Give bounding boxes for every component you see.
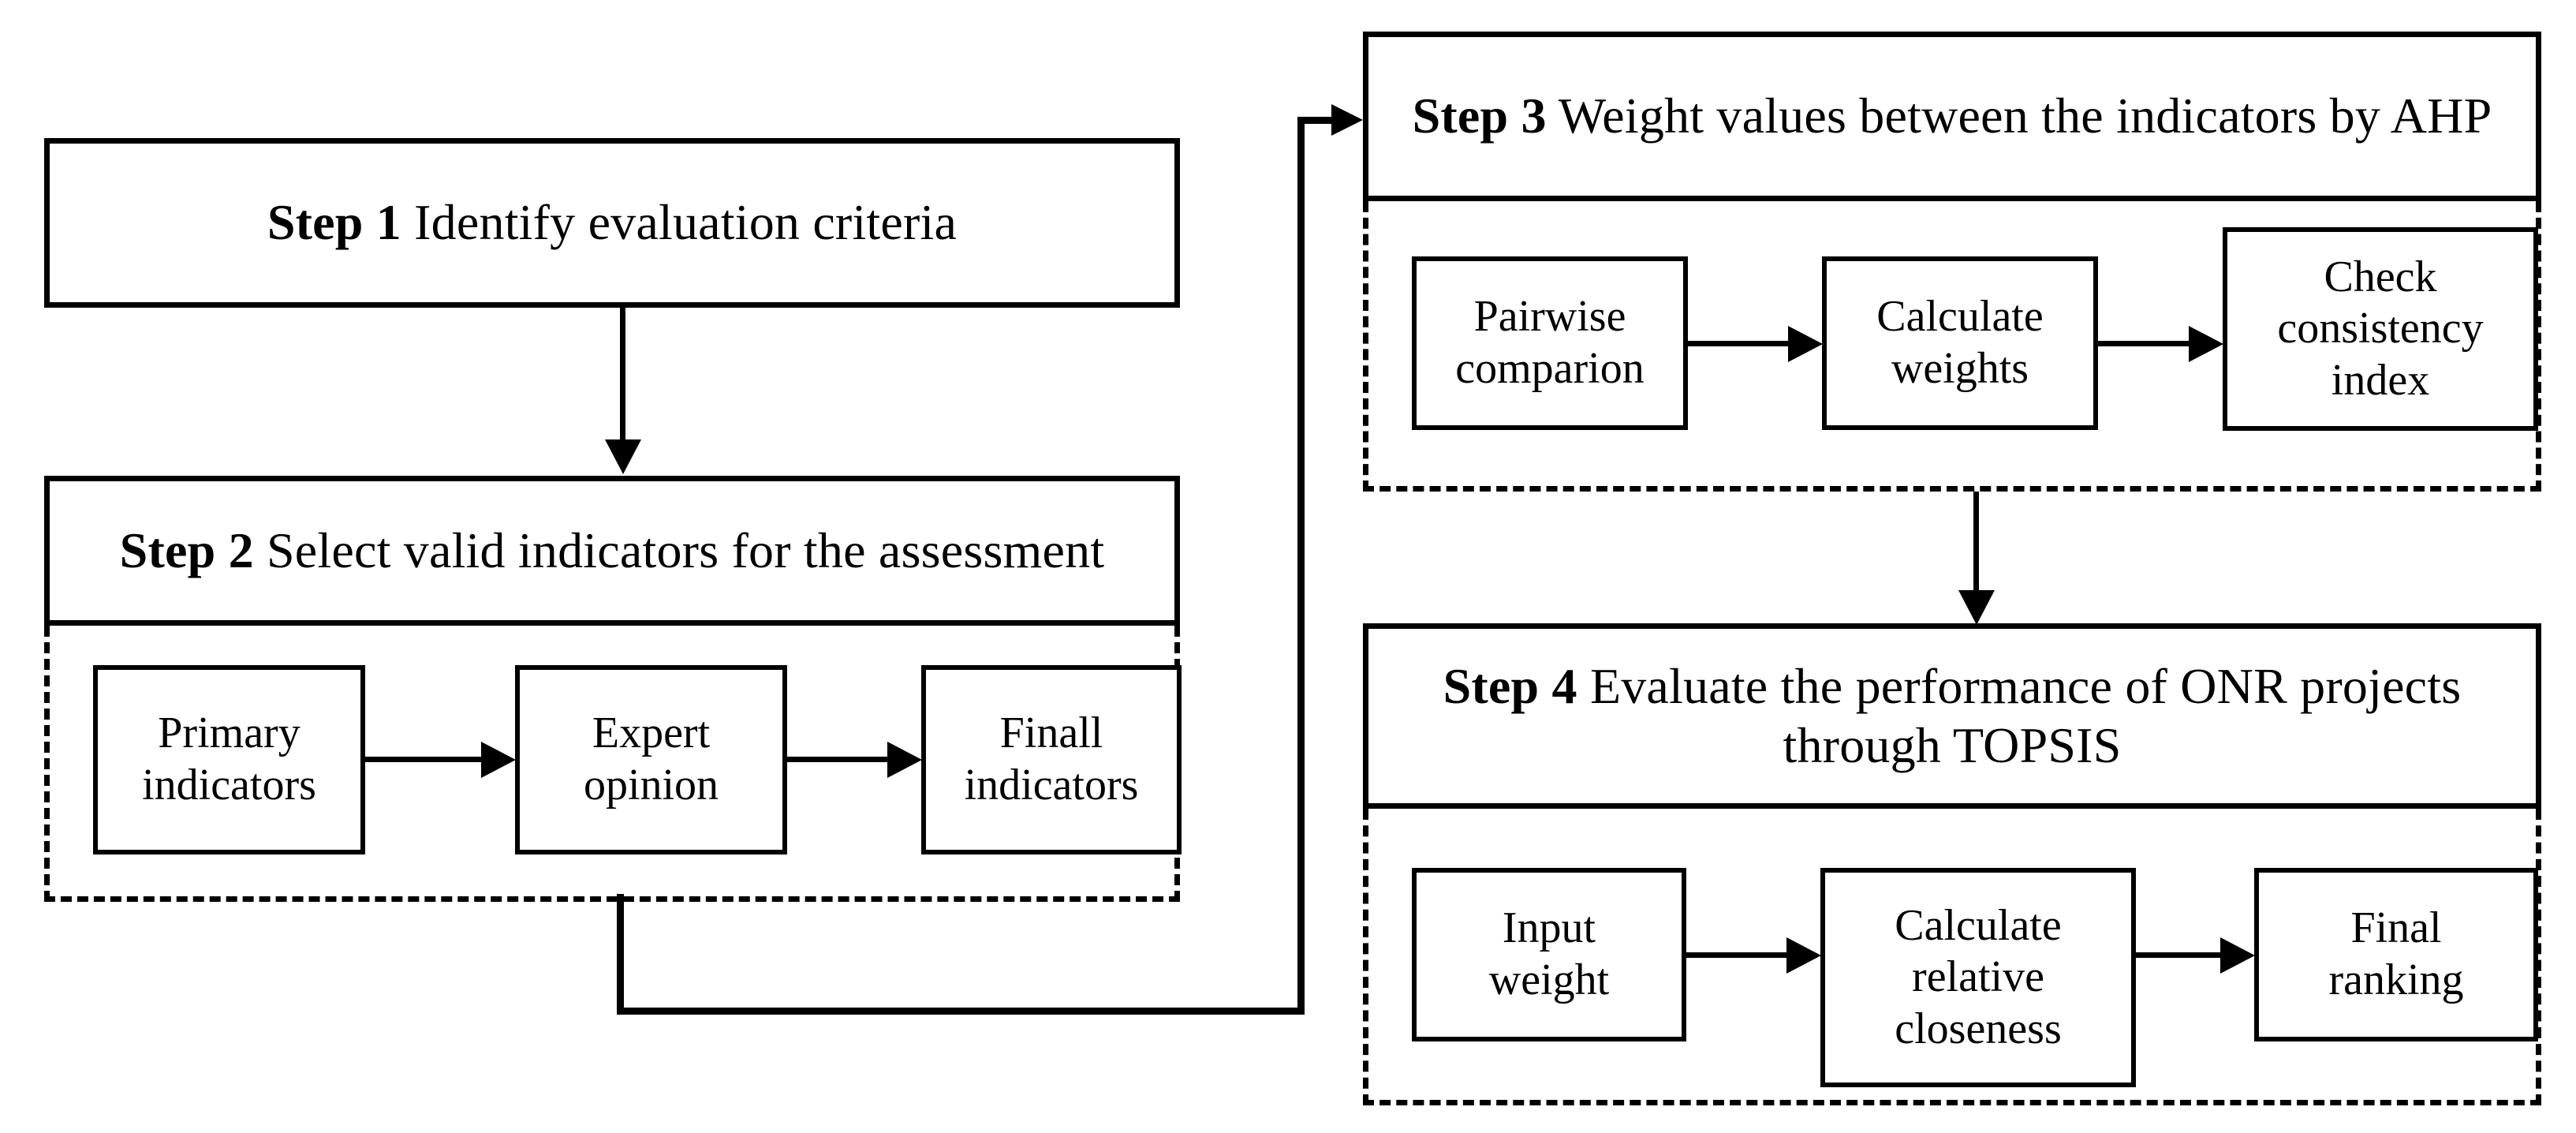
connector-step3-step4-line (1973, 492, 1979, 593)
connector-pairwise-calculate-line (1688, 341, 1790, 346)
step3-header-box[interactable]: Step 3 Weight values between the indicat… (1363, 32, 2541, 201)
step2-header-text: Step 2 Select valid indicators for the a… (109, 522, 1116, 580)
step4-label: Step 4 (1443, 658, 1577, 715)
step4-line1: Step 4 Evaluate the performance of ONR p… (1443, 657, 2462, 716)
connector-calculate-check-line (2098, 341, 2191, 346)
connector-step2-step3-into (1297, 117, 1335, 124)
sub-box-check-consistency-index[interactable]: Check consistency index (2223, 227, 2538, 431)
sub-box-calculate-relative-closeness-label: Calculate relative closeness (1895, 900, 2062, 1053)
connector-input-closeness-arrowhead (1786, 937, 1821, 974)
sub-box-primary-indicators[interactable]: Primary indicators (93, 665, 365, 854)
connector-primary-expert-arrowhead (481, 742, 516, 778)
step1-label: Step 1 (267, 194, 401, 251)
connector-expert-finall-line (787, 757, 890, 762)
sub-box-final-ranking[interactable]: Final ranking (2254, 868, 2538, 1041)
connector-step1-step2-arrowhead (605, 439, 641, 474)
connector-step2-step3-across (617, 1008, 1305, 1015)
sub-box-primary-indicators-label: Primary indicators (142, 709, 316, 810)
sub-box-expert-opinion-label: Expert opinion (583, 709, 719, 810)
sub-box-finall-indicators-label: Finall indicators (964, 709, 1139, 810)
step3-dashed-panel (1363, 201, 2541, 492)
step2-text: Select valid indicators for the assessme… (266, 522, 1105, 578)
connector-closeness-ranking-line (2136, 952, 2223, 958)
sub-box-input-weight-label: Input weight (1488, 903, 1610, 1004)
sub-box-check-consistency-index-label: Check consistency index (2277, 252, 2484, 405)
connector-expert-finall-arrowhead (887, 742, 922, 778)
step2-label: Step 2 (119, 522, 254, 578)
step3-header-text: Step 3 Weight values between the indicat… (1402, 87, 2503, 145)
sub-box-pairwise-comparion-label: Pairwise comparion (1455, 292, 1645, 393)
connector-step2-step3-up (1297, 117, 1305, 1013)
step4-dashed-panel (1363, 809, 2541, 1105)
connector-pairwise-calculate-arrowhead (1788, 326, 1823, 362)
step1-header-text: Step 1 Identify evaluation criteria (256, 193, 968, 252)
sub-box-calculate-weights[interactable]: Calculate weights (1822, 256, 2098, 430)
connector-step1-step2-line (620, 308, 625, 442)
connector-primary-expert-line (365, 757, 483, 762)
sub-box-calculate-weights-label: Calculate weights (1876, 292, 2044, 393)
connector-closeness-ranking-arrowhead (2220, 937, 2255, 974)
step4-text-line1: Evaluate the performance of ONR projects (1589, 658, 2462, 715)
connector-input-closeness-line (1686, 952, 1789, 958)
connector-step2-step3-arrowhead (1331, 104, 1363, 136)
step4-header-text: Step 4 Evaluate the performance of ONR p… (1432, 657, 2473, 774)
step4-text-line2: through TOPSIS (1783, 716, 2122, 773)
sub-box-finall-indicators[interactable]: Finall indicators (921, 665, 1182, 854)
step1-text: Identify evaluation criteria (414, 194, 958, 251)
connector-step2-step3-down (617, 894, 624, 1014)
step4-header-box[interactable]: Step 4 Evaluate the performance of ONR p… (1363, 623, 2541, 809)
step2-header-box[interactable]: Step 2 Select valid indicators for the a… (44, 476, 1180, 626)
step1-header-box[interactable]: Step 1 Identify evaluation criteria (44, 138, 1180, 308)
connector-step3-step4-arrowhead (1958, 590, 1995, 625)
step3-text: Weight values between the indicators by … (1558, 88, 2492, 144)
sub-box-final-ranking-label: Final ranking (2328, 903, 2464, 1004)
sub-box-expert-opinion[interactable]: Expert opinion (515, 665, 787, 854)
sub-box-calculate-relative-closeness[interactable]: Calculate relative closeness (1820, 868, 2136, 1087)
step3-label: Step 3 (1412, 88, 1547, 144)
sub-box-input-weight[interactable]: Input weight (1412, 868, 1686, 1041)
connector-calculate-check-arrowhead (2189, 326, 2223, 362)
sub-box-pairwise-comparion[interactable]: Pairwise comparion (1412, 256, 1688, 430)
